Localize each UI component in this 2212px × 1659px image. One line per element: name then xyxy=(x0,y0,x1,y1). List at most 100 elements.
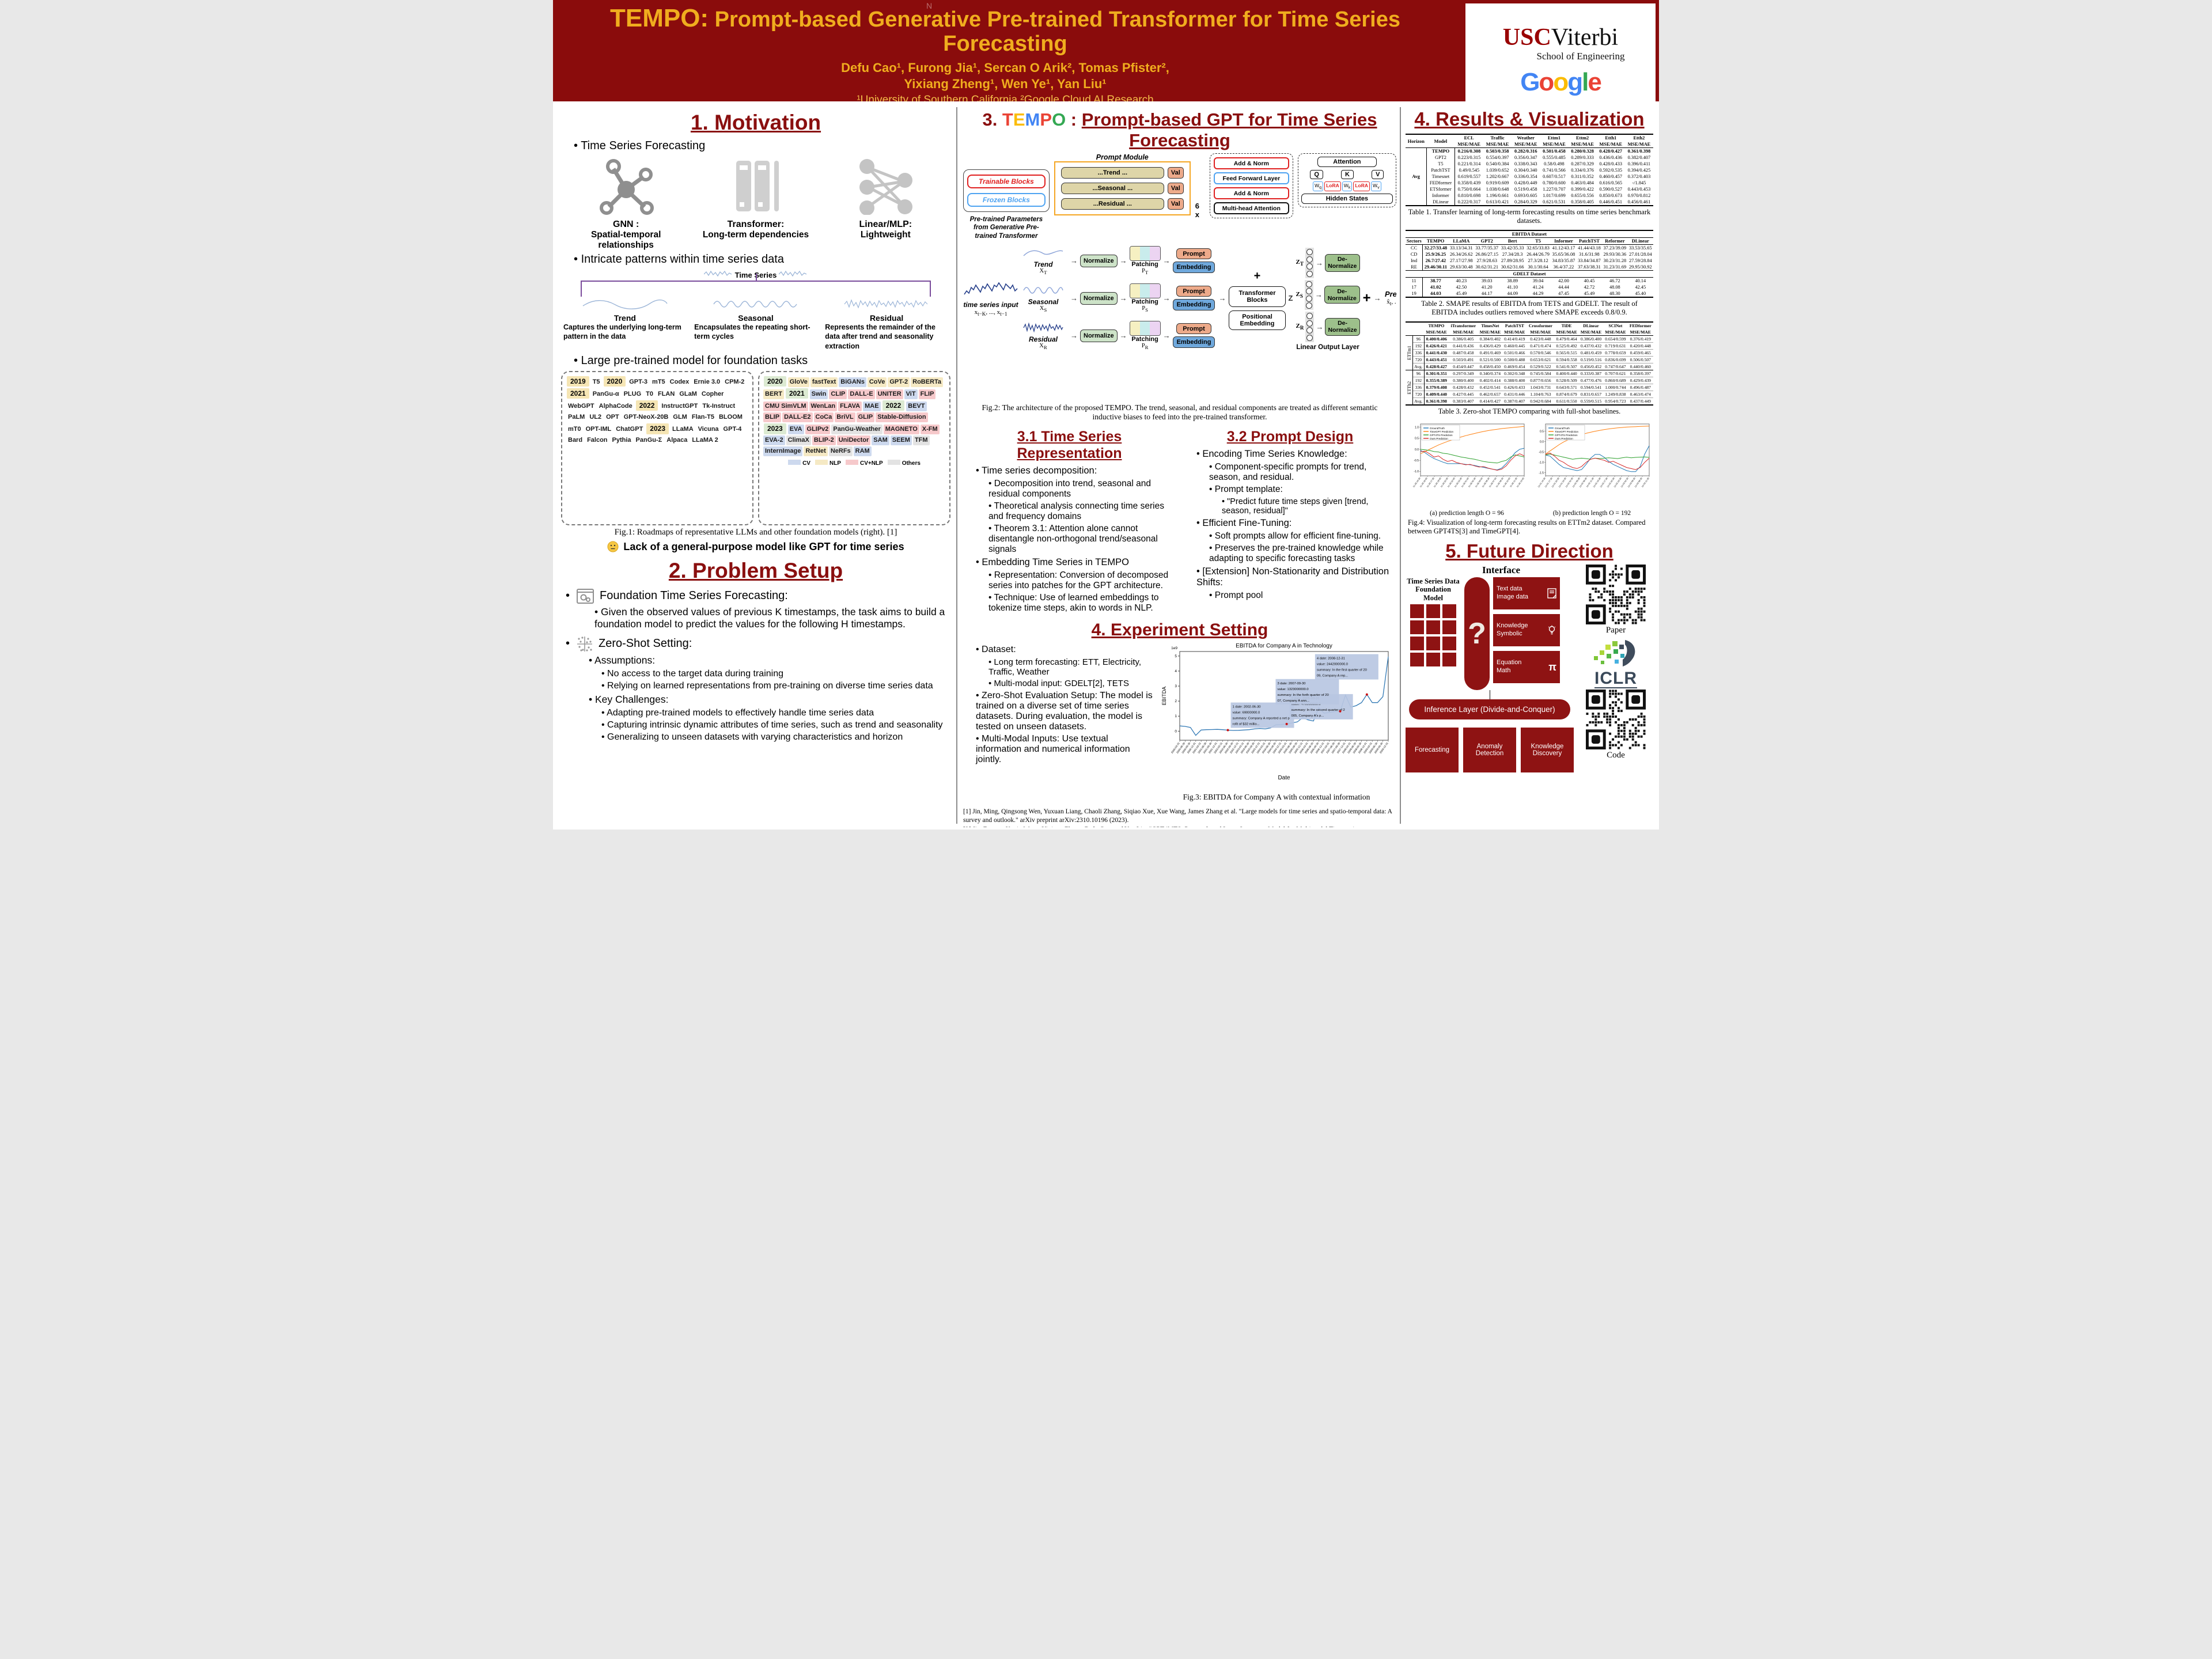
experiment-text: Dataset:Long term forecasting: ETT, Elec… xyxy=(963,642,1153,767)
z-dots xyxy=(1304,279,1313,310)
positional-embedding-box: Positional Embedding xyxy=(1229,310,1286,331)
transformer-sublayer: Multi-head Attention xyxy=(1213,202,1289,214)
model-chip: UNITER xyxy=(876,389,903,399)
model-chip: EVA xyxy=(787,424,804,434)
qkv-box: Q xyxy=(1310,170,1323,179)
year-badge: 2019 xyxy=(567,376,589,387)
logo-box: USCViterbi School of Engineering Google xyxy=(1465,3,1656,119)
code-qr-code xyxy=(1586,690,1646,749)
bullet-item: Component-specific prompts for trend, se… xyxy=(1209,462,1396,483)
approach-gnn: GNN : Spatial-temporal relationships xyxy=(566,157,687,251)
section3-heading: 3. TEMPO : Prompt-based GPT for Time Ser… xyxy=(982,109,1377,150)
bullet-item: Intricate patterns within time series da… xyxy=(574,253,950,266)
svg-text:rofit of $32 millio...: rofit of $32 millio... xyxy=(1233,723,1260,726)
model-chip: GPT-2 xyxy=(888,377,910,387)
z-label: Z xyxy=(1288,294,1293,303)
residual-wave-icon xyxy=(1023,322,1063,333)
bullet-item: Time series decomposition:Decomposition … xyxy=(976,465,1176,555)
google-letter: o xyxy=(1553,68,1569,96)
timeseries-wave-icon xyxy=(703,270,732,277)
prompt-module-row: ...Seasonal ...Val xyxy=(1060,183,1184,194)
qkv-box: V xyxy=(1372,170,1384,179)
paper-qr-code xyxy=(1586,565,1646,624)
prompt-module-row: ...Residual ...Val xyxy=(1060,198,1184,210)
svg-text:-0.5: -0.5 xyxy=(1539,450,1544,454)
svg-text:value: 2442000000.0: value: 2442000000.0 xyxy=(1317,663,1348,666)
s31-heading: 3.1 Time Series Representation xyxy=(1017,429,1122,461)
svg-text:4: 4 xyxy=(1175,669,1177,673)
google-letter: l xyxy=(1582,68,1589,96)
hidden-states-box: Hidden States xyxy=(1301,193,1393,204)
legend-item: CV+NLP xyxy=(845,459,883,468)
prompt-text-box: ...Residual ... xyxy=(1060,198,1164,210)
svg-text:summary: Company A reported a: summary: Company A reported a net p xyxy=(1233,717,1290,721)
linear-output-layer: ZT→De-Normalize ZS→De-Normalize ZR→De-No… xyxy=(1296,246,1360,351)
task-forecasting: Forecasting xyxy=(1406,728,1459,772)
bullet-item: Multi-modal input: GDELT[2], TETS xyxy=(988,679,1153,688)
lora-box: LoRA xyxy=(1324,181,1341,191)
model-chip: LLaMA xyxy=(672,425,694,433)
model-chip: CoVe xyxy=(867,377,887,387)
model-chip: GloVe xyxy=(787,377,809,387)
svg-text:value: 69000000.0: value: 69000000.0 xyxy=(1233,711,1260,715)
transformer-icon xyxy=(736,161,779,211)
bullet-item: Preserves the pre-trained knowledge whil… xyxy=(1209,543,1396,564)
svg-text:summary: In the forth quarter: summary: In the forth quarter of 20 xyxy=(1277,694,1328,697)
normalize-box: Normalize xyxy=(1080,291,1118,305)
model-chip: DALL-E xyxy=(848,389,875,399)
timeseries-wave-icon xyxy=(778,270,807,277)
model-chip: Falcon xyxy=(587,436,608,444)
approach-desc: Spatial-temporal relationships xyxy=(590,230,661,250)
model-chip: MAE xyxy=(863,401,881,411)
year-badge: 2022 xyxy=(882,400,905,411)
bullet-item: Encoding Time Series Knowledge:Component… xyxy=(1196,449,1396,516)
seasonal-wave-icon xyxy=(713,301,797,308)
approach-name: GNN : xyxy=(613,219,639,229)
model-chip: PLUG xyxy=(623,390,642,397)
model-chip: PanGu-Σ xyxy=(635,436,662,444)
decomposition-residual: Residual Represents the remainder of the… xyxy=(825,298,948,351)
tempo-wordmark: TEMPO xyxy=(1002,109,1066,130)
svg-text:GroundTruth: GroundTruth xyxy=(1555,427,1570,430)
prompt-text-box: ...Trend ... xyxy=(1060,167,1164,179)
year-badge: 2020 xyxy=(764,376,786,387)
svg-text:summary: In the second quarter: summary: In the second quarter of 2 xyxy=(1291,709,1345,712)
approach-mlp: Linear/MLP: Lightweight xyxy=(825,157,946,251)
model-chip: FLAN xyxy=(657,390,675,397)
model-chip: mT0 xyxy=(568,425,581,433)
patching-strip xyxy=(1129,246,1161,262)
poster: N TEMPO: Prompt-based Generative Pre-tra… xyxy=(553,0,1659,830)
bullet-item: Relying on learned representations from … xyxy=(601,681,950,691)
output-block: → + Transformer Blocks Positional Embedd… xyxy=(1218,246,1396,351)
model-chip: OPT xyxy=(606,413,619,421)
model-chip: BLIP xyxy=(763,412,782,422)
ebitda-chart: EBITDA for Company A in Technology1e9012… xyxy=(1161,643,1389,781)
svg-text:Ours Prediction: Ours Prediction xyxy=(1555,437,1573,440)
model-chip: Tk-Instruct xyxy=(702,402,736,410)
fig2-caption: Fig.2: The architecture of the proposed … xyxy=(982,403,1378,421)
tempo-letter: T xyxy=(1002,109,1013,130)
model-chip: FLAVA xyxy=(838,401,862,411)
bullet-item: Generalizing to unseen datasets with var… xyxy=(601,732,950,743)
svg-text:0.5: 0.5 xyxy=(1415,437,1419,441)
model-chip: Copher xyxy=(701,390,724,397)
bullet-item: "Predict future time steps given [trend,… xyxy=(1222,497,1396,516)
model-chip: GLM xyxy=(673,413,687,421)
val-box: Val xyxy=(1167,198,1184,210)
zero-shot-icon xyxy=(577,636,593,652)
